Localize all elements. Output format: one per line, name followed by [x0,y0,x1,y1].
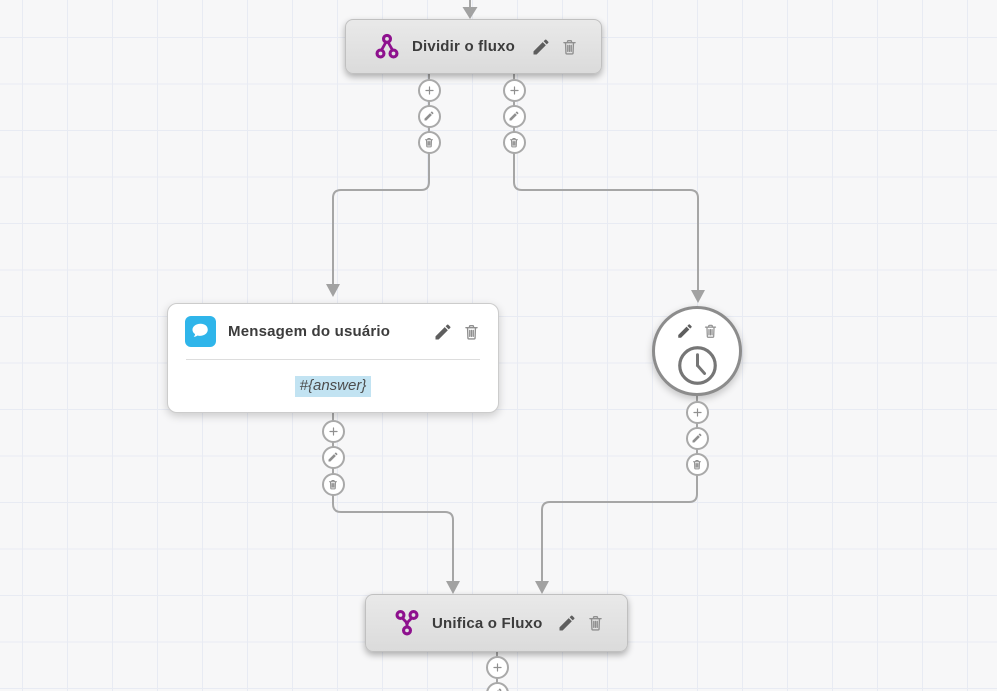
connector-timer-to-merge [541,395,698,581]
node-divide-flow[interactable]: Dividir o fluxo [345,19,602,74]
edit-connector-button[interactable] [417,104,441,128]
edit-connector-button[interactable] [502,104,526,128]
pencil-icon [508,110,520,122]
split-flow-icon [374,33,400,61]
plus-icon [508,84,521,97]
trash-icon [508,136,520,149]
connector-divide-to-timer [513,74,699,291]
delete-connector-button[interactable] [502,130,526,154]
add-node-button[interactable] [685,400,709,424]
delete-node-button[interactable] [586,613,605,633]
node-header: Mensagem do usuário [168,304,498,359]
trash-icon [327,478,339,491]
edit-node-button[interactable] [531,37,551,57]
delete-connector-button[interactable] [417,130,441,154]
delete-node-button[interactable] [462,322,481,342]
trash-icon [560,37,579,57]
edit-node-button[interactable] [433,322,453,342]
plus-icon [491,661,504,674]
node-actions [531,37,579,57]
node-merge-flow[interactable]: Unifica o Fluxo [365,594,628,652]
add-node-button[interactable] [417,78,441,102]
chat-bubble-icon [185,316,216,348]
trash-icon [691,458,703,471]
edit-node-button[interactable] [676,322,694,340]
pencil-icon [491,687,503,691]
add-node-button[interactable] [485,655,509,679]
pencil-icon [531,37,551,57]
plus-icon [691,406,704,419]
clock-icon [676,344,719,387]
arrowhead-merge-left [446,581,460,594]
node-divider [186,359,480,361]
connector-divide-to-message [332,74,430,285]
arrowhead-message [326,284,340,297]
trash-icon [702,322,719,340]
plus-icon [327,425,340,438]
arrowhead-timer [691,290,705,303]
node-title: Mensagem do usuário [228,323,391,341]
edit-connector-button[interactable] [321,445,345,469]
pencil-icon [433,322,453,342]
pencil-icon [691,432,703,444]
delete-node-button[interactable] [702,322,719,340]
add-node-button[interactable] [321,419,345,443]
connector-message-to-merge [332,412,454,581]
pencil-icon [557,613,577,633]
delete-connector-button[interactable] [321,472,345,496]
pencil-icon [327,451,339,463]
merge-flow-icon [394,609,420,637]
node-actions [676,322,719,340]
pencil-icon [423,110,435,122]
node-timer[interactable] [652,306,742,396]
edit-node-button[interactable] [557,613,577,633]
node-title: Dividir o fluxo [412,38,516,55]
node-actions [433,322,481,342]
node-body: #{answer} [168,360,498,412]
node-actions [557,613,605,633]
plus-icon [423,84,436,97]
edit-connector-button[interactable] [685,426,709,450]
trash-icon [423,136,435,149]
node-title: Unifica o Fluxo [432,614,543,632]
add-node-button[interactable] [502,78,526,102]
pencil-icon [676,322,694,340]
node-user-message[interactable]: Mensagem do usuário [167,303,499,413]
trash-icon [586,613,605,633]
trash-icon [462,322,481,342]
variable-chip[interactable]: #{answer} [294,375,372,397]
delete-connector-button[interactable] [685,452,709,476]
arrowhead-divide [462,7,478,19]
delete-node-button[interactable] [560,37,579,57]
arrowhead-merge-right [535,581,549,594]
